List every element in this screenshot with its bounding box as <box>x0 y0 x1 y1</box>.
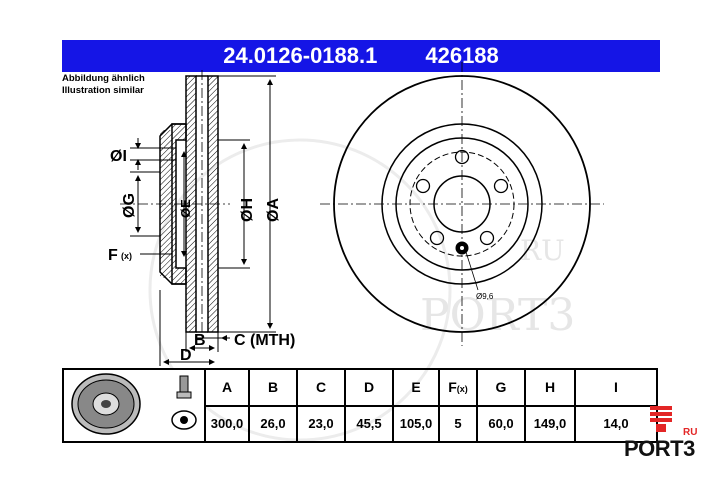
label-dia-h: ØH <box>239 198 256 222</box>
brand-ru: RU <box>683 427 698 438</box>
value-c: 23,0 <box>296 404 346 443</box>
title-bar: 24.0126-0188.1 426188 <box>62 40 660 72</box>
brand-name: PORT3 <box>624 436 695 461</box>
label-dia-g: ØG <box>121 193 138 218</box>
header-c: C <box>296 368 346 407</box>
value-f: 5 <box>438 404 478 443</box>
header-h: H <box>524 368 576 407</box>
value-a: 300,0 <box>204 404 250 443</box>
header-b: B <box>248 368 298 407</box>
label-dia-a: ØA <box>265 198 282 222</box>
disc-thumbnail-icon <box>71 373 197 435</box>
spec-value-row: 300,0 26,0 23,0 45,5 105,0 5 60,0 149,0 … <box>63 404 658 443</box>
value-g: 60,0 <box>476 404 526 443</box>
label-dia-e: ØE <box>178 199 193 218</box>
label-f: F <box>108 247 118 264</box>
label-dia-i: ØI <box>110 148 127 165</box>
value-i: 14,0 <box>574 404 658 443</box>
disc-front-view <box>320 62 604 346</box>
spec-table: A B C D E F(x) G H I 300,0 26,0 23,0 45,… <box>62 368 658 443</box>
caption-line-en: Illustration similar <box>62 85 144 96</box>
header-i: I <box>574 368 658 407</box>
spec-header-row: A B C D E F(x) G H I <box>62 368 658 443</box>
illustration-caption: Abbildung ähnlich Illustration similar <box>62 73 145 97</box>
header-a: A <box>204 368 250 407</box>
value-b: 26,0 <box>248 404 298 443</box>
label-f-sub: (x) <box>121 251 132 261</box>
header-d: D <box>344 368 394 407</box>
product-thumbnail <box>62 368 206 443</box>
brand-logo <box>624 404 714 464</box>
header-e: E <box>392 368 440 407</box>
caption-line-de: Abbildung ähnlich <box>62 73 145 84</box>
label-bolt-hole: Ø9,6 <box>476 292 494 301</box>
label-d: D <box>180 347 192 364</box>
value-h: 149,0 <box>524 404 576 443</box>
label-c-mth: C (MTH) <box>234 332 295 349</box>
section-dimensions <box>130 75 276 366</box>
watermark-text: PORT3 <box>420 290 575 341</box>
value-d: 45,5 <box>344 404 394 443</box>
header-g: G <box>476 368 526 407</box>
value-e: 105,0 <box>392 404 440 443</box>
dimension-labels: ØI ØG ØE ØH ØA F (x) B C (MTH) D <box>108 148 295 364</box>
header-f: F(x) <box>438 368 478 407</box>
piston-icon <box>650 406 672 432</box>
part-number: 24.0126-0188.1 <box>223 43 378 68</box>
label-b: B <box>194 332 206 349</box>
